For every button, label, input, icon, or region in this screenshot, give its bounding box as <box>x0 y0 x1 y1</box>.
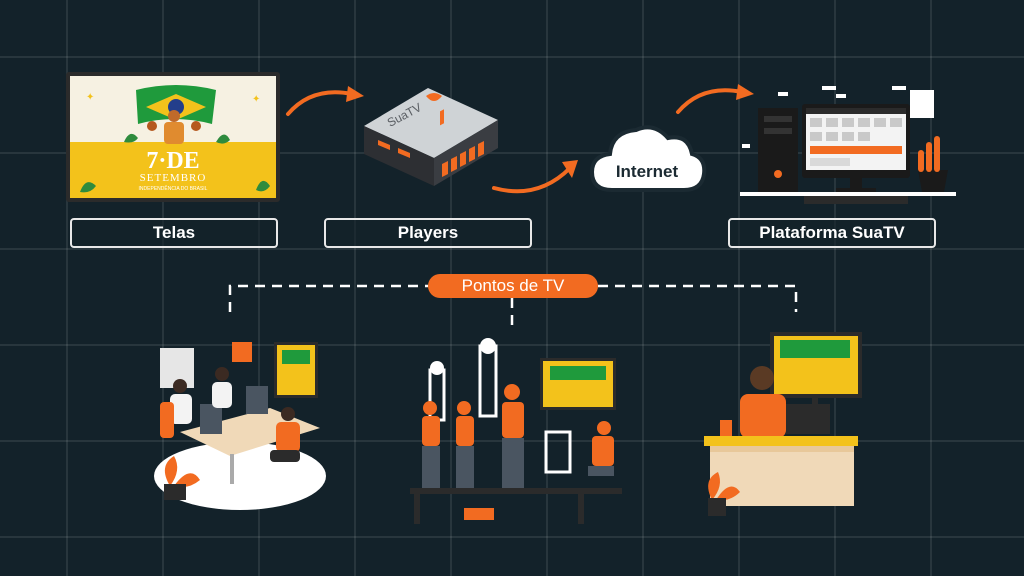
platform-workstation <box>740 84 956 210</box>
arrow-players-internet <box>492 160 578 194</box>
reception-scene <box>700 328 866 520</box>
industrial-scene <box>408 336 628 526</box>
screen-caption: INDEPENDÊNCIA DO BRASIL <box>138 186 208 192</box>
label-telas: Telas <box>70 218 278 248</box>
office-scene <box>150 336 330 516</box>
arrow-telas-players <box>286 86 364 116</box>
internet-label: Internet <box>615 162 679 181</box>
label-plataforma: Plataforma SuaTV <box>728 218 936 248</box>
svg-text:✦: ✦ <box>86 92 94 103</box>
arrow-internet-platform <box>676 84 754 114</box>
svg-text:✦: ✦ <box>252 94 260 105</box>
label-players: Players <box>324 218 532 248</box>
tv-screen: ✦ ✦ 7·DE SETEMBRO INDEPENDÊNCIA DO BRASI… <box>66 72 280 202</box>
screen-sub-title: SETEMBRO <box>139 172 207 184</box>
screen-big-title: 7·DE <box>146 148 200 174</box>
player-device: SuaTV <box>356 82 506 192</box>
pontos-de-tv-pill: Pontos de TV <box>428 274 598 298</box>
internet-cloud <box>589 125 707 192</box>
